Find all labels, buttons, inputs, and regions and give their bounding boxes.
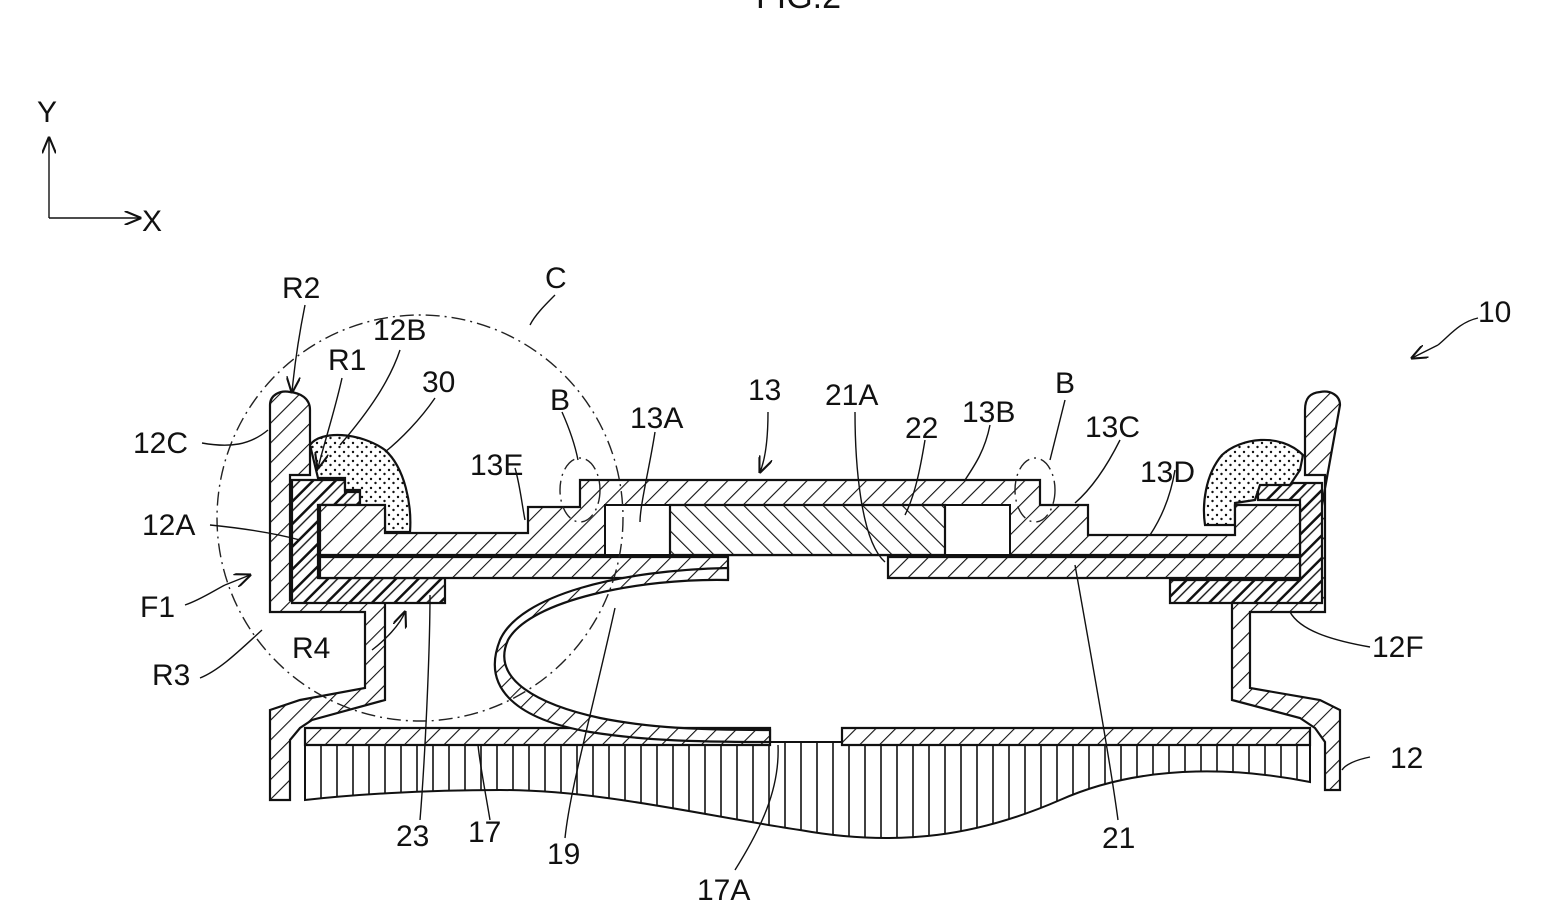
label-17A: 17A [697,874,750,903]
label-13D: 13D [1140,456,1195,489]
label-13B: 13B [962,396,1015,429]
label-12F: 12F [1372,631,1424,664]
y-axis-label: Y [37,96,57,129]
label-22: 22 [905,412,938,445]
label-21: 21 [1102,822,1135,855]
part-22 [670,505,945,555]
label-21A: 21A [825,379,878,412]
spring-19 [495,568,770,742]
lower-body [305,742,1310,838]
label-C: C [545,262,567,295]
axes-indicator: Y X [37,96,162,238]
label-R4: R4 [292,632,330,665]
label-17: 17 [468,816,501,849]
plate-13-window-13A [605,505,670,555]
label-F1: F1 [140,591,175,624]
x-axis-label: X [142,205,162,238]
label-12A: 12A [142,509,195,542]
figure-title: FIG.2 [756,0,841,16]
label-R2: R2 [282,272,320,305]
plate-13-window-center [945,505,1010,555]
label-23: 23 [396,820,429,853]
label-13E: 13E [470,449,523,482]
label-30: 30 [422,366,455,399]
label-12B: 12B [373,314,426,347]
label-13: 13 [748,374,781,407]
label-19: 19 [547,838,580,871]
label-12: 12 [1390,742,1423,775]
label-B-left: B [550,384,570,417]
part-21-right [888,557,1300,578]
label-13A: 13A [630,402,683,435]
label-13C: 13C [1085,411,1140,444]
part-17-plate-right [842,728,1310,745]
label-R3: R3 [152,659,190,692]
label-12C: 12C [133,427,188,460]
label-R1: R1 [328,344,366,377]
label-B-right: B [1055,367,1075,400]
label-10: 10 [1478,296,1511,329]
